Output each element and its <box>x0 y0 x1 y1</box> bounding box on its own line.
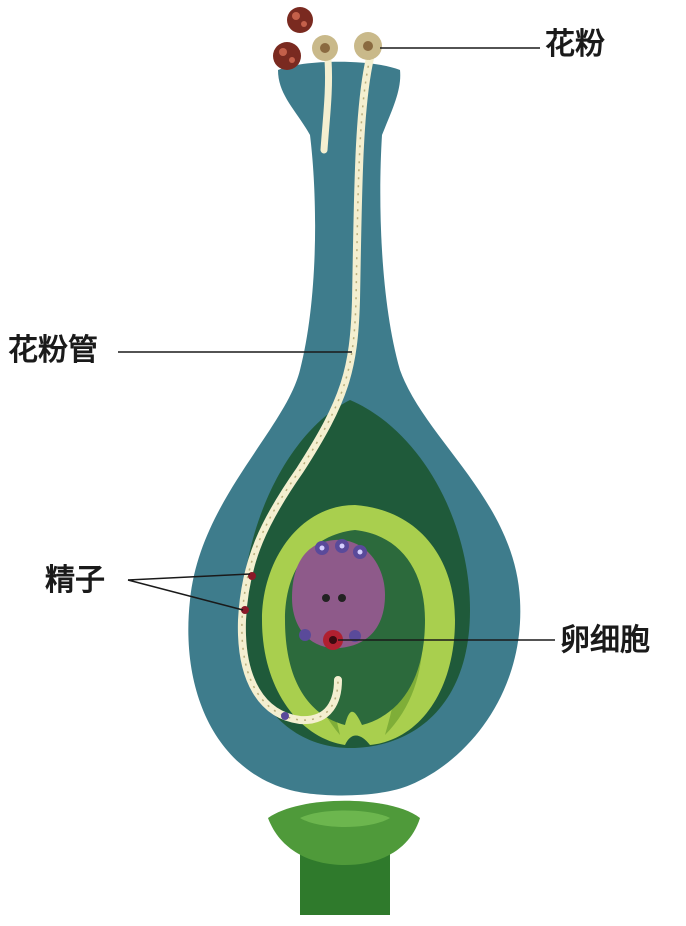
label-pollen-tube: 花粉管 <box>8 336 98 366</box>
label-pollen: 花粉 <box>545 30 605 60</box>
label-sperm: 精子 <box>45 566 105 596</box>
label-egg-cell: 卵细胞 <box>560 626 650 656</box>
receptacle <box>268 801 420 915</box>
